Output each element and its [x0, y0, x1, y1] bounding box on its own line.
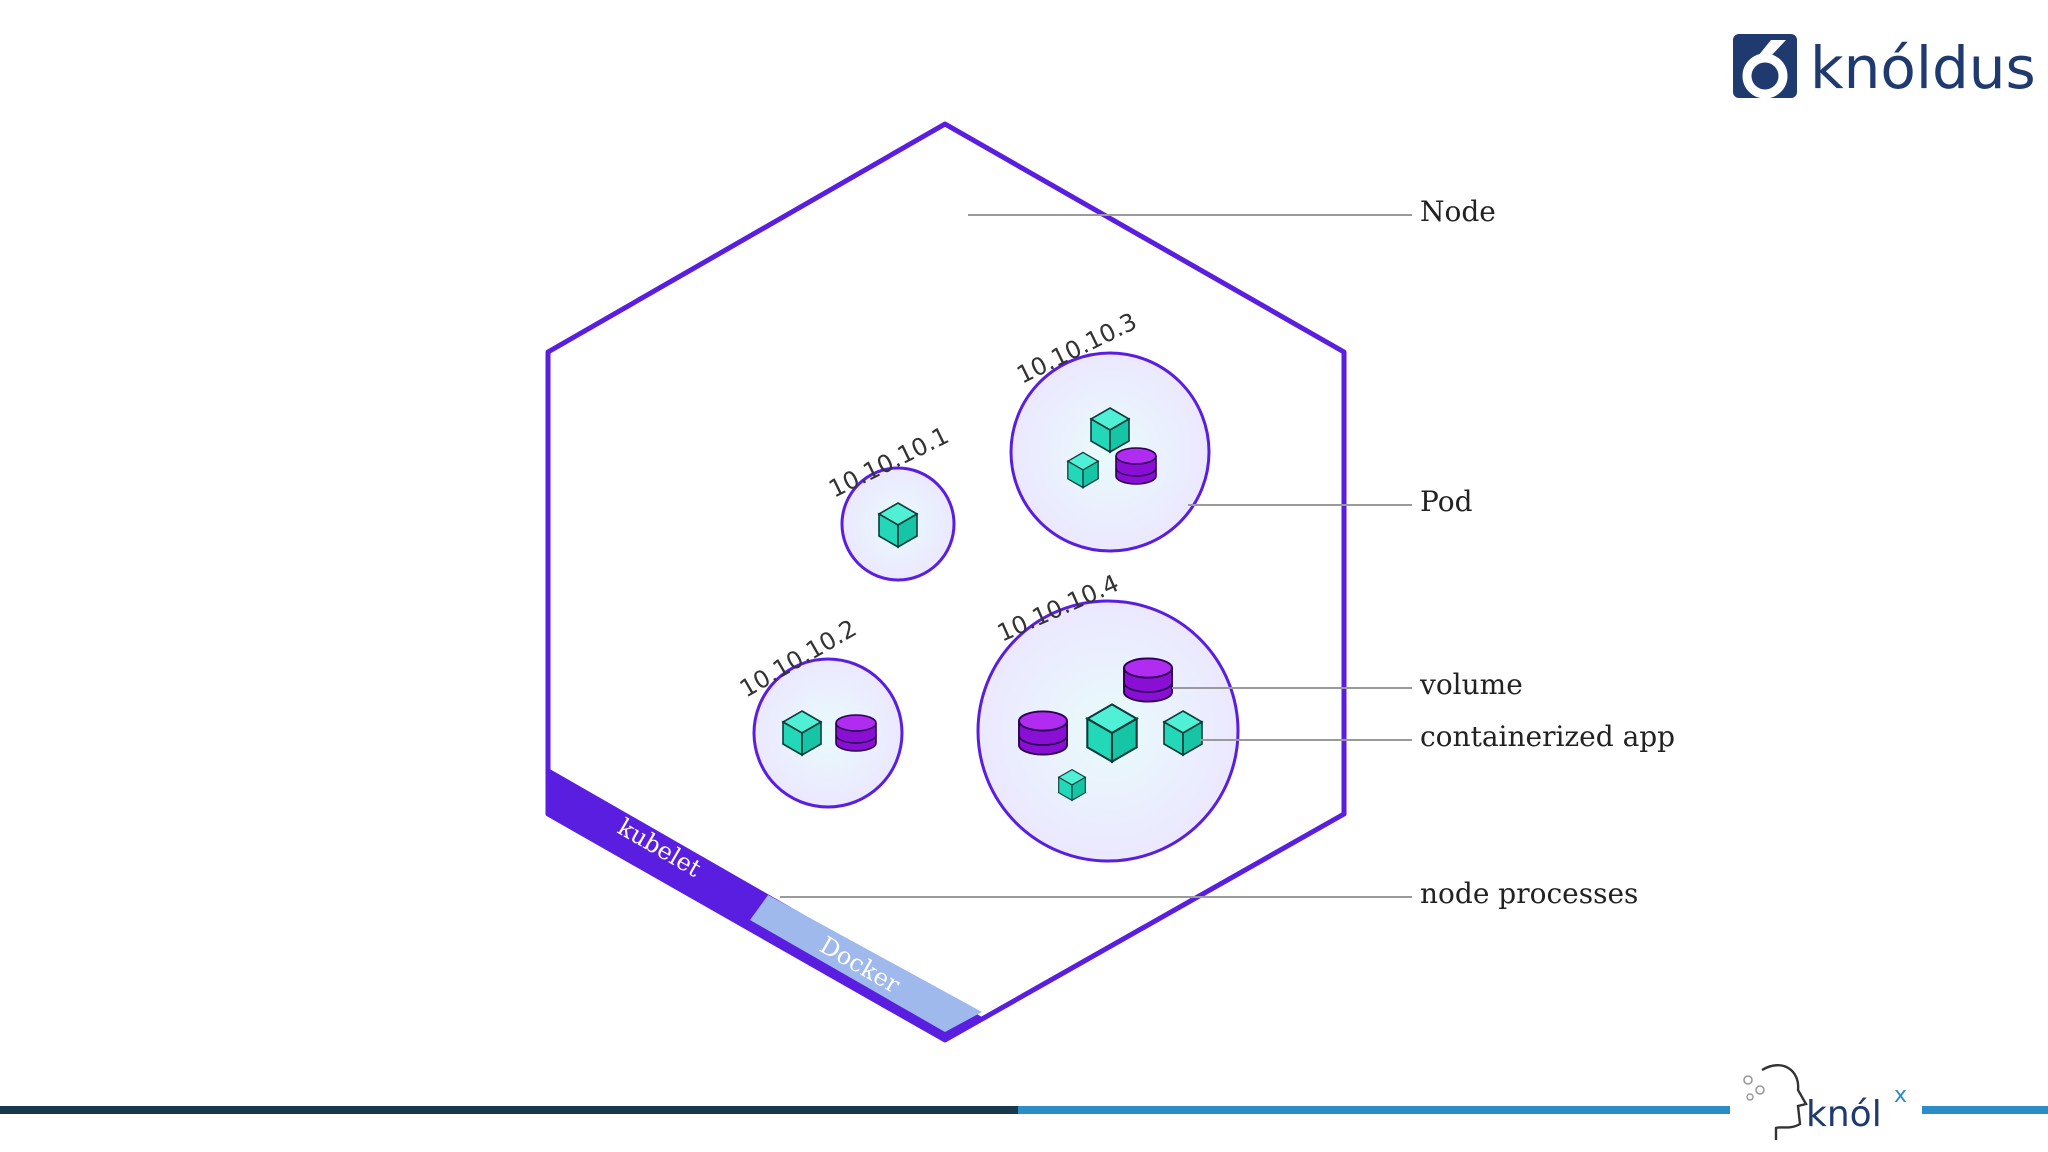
callout-lines	[780, 214, 1412, 898]
pod-label: Pod	[1420, 485, 1473, 518]
node-hexagon	[545, 121, 1347, 1043]
knoldus-logo-accent	[1758, 40, 1786, 56]
volume-cylinder	[1115, 447, 1157, 485]
footer-bar-blue	[1018, 1106, 1730, 1114]
containerized-app-label: containerized app	[1420, 720, 1675, 753]
pod-circle	[752, 657, 904, 809]
footer-bar-blue-right	[1922, 1106, 2048, 1114]
footer-bar-dark	[0, 1106, 1018, 1114]
gear-icon	[1755, 1085, 1765, 1095]
node-label: Node	[1420, 195, 1496, 228]
knoldus-logo-text: knóldus	[1810, 34, 2036, 102]
knoldus-logo-mark	[1733, 34, 1797, 98]
knolx-logo-superscript: x	[1894, 1083, 1907, 1108]
knoldus-logo-o	[1742, 53, 1788, 99]
volume-cylinder	[835, 714, 877, 752]
gear-icon	[1746, 1093, 1754, 1101]
gear-icon	[1743, 1075, 1753, 1085]
docker-bar	[750, 895, 982, 1032]
volume-cylinder	[1018, 710, 1068, 756]
knolx-logo-text: knól	[1806, 1094, 1882, 1135]
node-processes-label: node processes	[1420, 877, 1638, 910]
volume-cylinder	[1123, 657, 1173, 703]
knoldus-logo: knóldus	[1733, 34, 2036, 102]
knolx-logo: knól x	[1730, 1052, 1922, 1152]
volume-label: volume	[1419, 668, 1523, 701]
head-profile-icon	[1761, 1064, 1808, 1140]
